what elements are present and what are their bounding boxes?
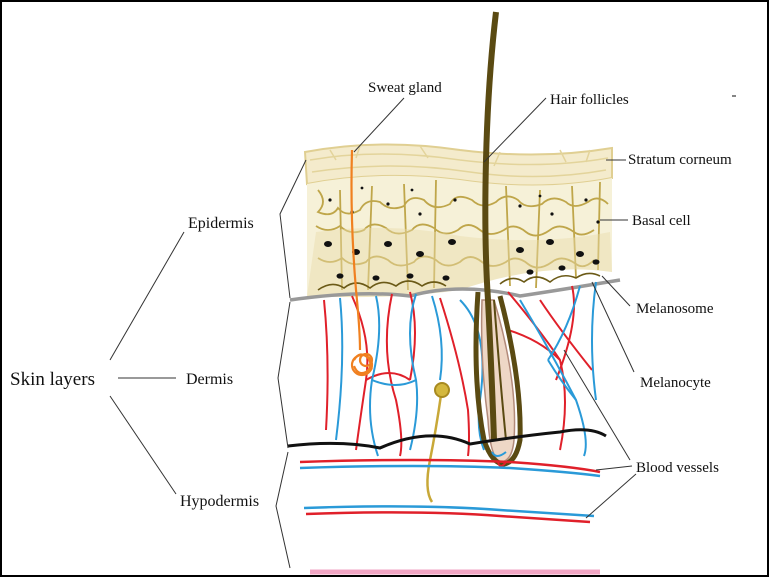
label-blood-vessels: Blood vessels <box>636 460 719 476</box>
dermis-blood-vessels <box>324 282 596 456</box>
label-basal-cell: Basal cell <box>632 213 691 229</box>
label-epidermis: Epidermis <box>188 215 254 232</box>
label-skin-layers: Skin layers <box>10 369 95 390</box>
hypodermis-blood-vessels <box>300 460 600 522</box>
label-dermis: Dermis <box>186 371 233 388</box>
label-hair-follicles: Hair follicles <box>550 92 629 108</box>
label-stratum-corneum: Stratum corneum <box>628 152 732 168</box>
nerve-ending <box>427 383 449 502</box>
label-hypodermis: Hypodermis <box>180 493 259 510</box>
label-melanocyte: Melanocyte <box>640 375 711 391</box>
label-sweat-gland: Sweat gland <box>368 80 442 96</box>
label-melanosome: Melanosome <box>636 301 714 317</box>
